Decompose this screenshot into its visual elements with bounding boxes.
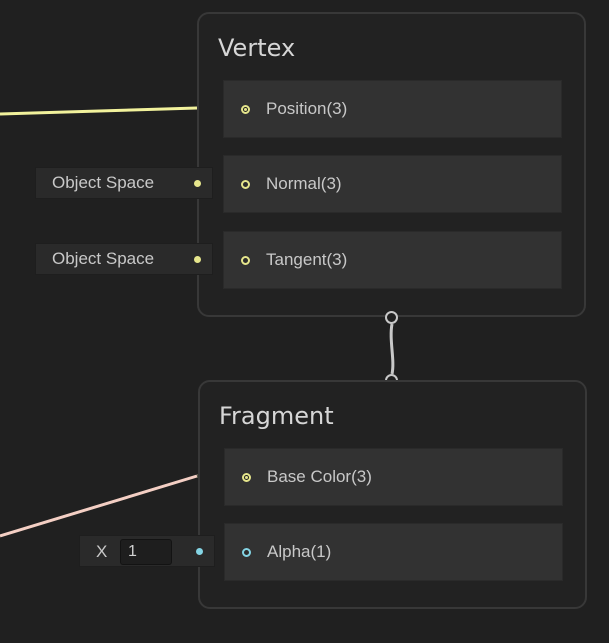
block-position-label: Position(3) xyxy=(266,99,348,118)
block-base-color[interactable]: Base Color(3) xyxy=(224,448,563,506)
normal-port-icon[interactable] xyxy=(241,180,250,189)
block-base-color-label: Base Color(3) xyxy=(267,467,372,486)
block-position[interactable]: Position(3) xyxy=(223,80,562,138)
vertex-flow-out-handle[interactable] xyxy=(385,311,398,324)
vertex-context-title: Vertex xyxy=(218,34,296,62)
alpha-inline-input[interactable]: X 1 xyxy=(79,535,215,567)
base-color-port-icon[interactable] xyxy=(242,473,251,482)
edge-position-input[interactable] xyxy=(0,106,198,116)
tangent-port-icon[interactable] xyxy=(241,256,250,265)
flow-link[interactable] xyxy=(389,323,395,375)
position-port-icon[interactable] xyxy=(241,105,250,114)
tangent-space-inline-input[interactable]: Object Space xyxy=(35,243,213,275)
normal-space-label: Object Space xyxy=(52,173,155,192)
alpha-axis-label: X xyxy=(96,542,108,561)
fragment-context-title: Fragment xyxy=(219,402,334,430)
fragment-context[interactable]: Fragment Base Color(3) Alpha(1) xyxy=(198,380,587,609)
tangent-space-label: Object Space xyxy=(52,249,155,268)
vertex-context[interactable]: Vertex Position(3) Normal(3) Tangent(3) xyxy=(197,12,586,317)
block-normal[interactable]: Normal(3) xyxy=(223,155,562,213)
block-alpha-label: Alpha(1) xyxy=(267,542,332,561)
edge-basecolor-input[interactable] xyxy=(0,474,198,538)
block-tangent[interactable]: Tangent(3) xyxy=(223,231,562,289)
block-tangent-label: Tangent(3) xyxy=(266,250,348,269)
alpha-value-field[interactable]: 1 xyxy=(120,539,172,565)
block-alpha[interactable]: Alpha(1) xyxy=(224,523,563,581)
block-normal-label: Normal(3) xyxy=(266,174,342,193)
normal-space-inline-input[interactable]: Object Space xyxy=(35,167,213,199)
normal-inline-dot-icon xyxy=(194,180,201,187)
tangent-inline-dot-icon xyxy=(194,256,201,263)
alpha-port-icon[interactable] xyxy=(242,548,251,557)
alpha-inline-dot-icon xyxy=(196,548,203,555)
